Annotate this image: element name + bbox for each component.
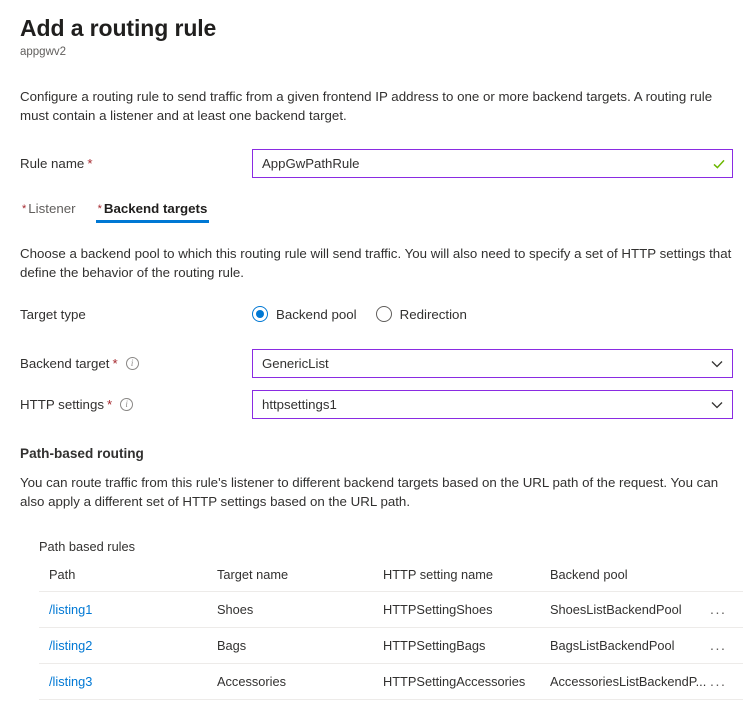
more-options-icon[interactable]: ... [710,601,727,617]
target-type-label-text: Target type [20,306,86,322]
radio-backend-pool[interactable]: Backend pool [252,306,357,322]
cell-http-setting-name: HTTPSettingShoes [383,591,550,628]
tab-required-indicator: * [22,203,27,215]
target-type-row: Target type Backend pool Redirection [20,306,733,322]
target-type-label: Target type [20,307,252,322]
add-routing-rule-blade: Add a routing rule appgwv2 Configure a r… [0,13,753,700]
rule-name-row: Rule name * [20,149,733,178]
page-subtitle: appgwv2 [20,46,67,58]
required-indicator: * [107,396,113,412]
column-header-http-setting-name: HTTP setting name [383,567,550,592]
more-options-icon[interactable]: ... [710,637,727,653]
radio-redirection-label: Redirection [399,306,467,322]
tab-listener[interactable]: * Listener [20,201,78,223]
backend-target-row: Backend target * i GenericList [20,349,733,378]
info-icon[interactable]: i [120,398,134,411]
rule-name-label-text: Rule name [20,156,85,171]
chevron-down-icon [711,401,723,409]
radio-backend-pool-label: Backend pool [276,306,357,322]
http-settings-label: HTTP settings * i [20,397,252,412]
radio-selected-icon [252,306,268,322]
backend-target-dropdown[interactable]: GenericList [252,349,733,378]
target-type-radio-group: Backend pool Redirection [252,306,467,322]
tab-backend-targets[interactable]: * Backend targets [95,201,210,223]
checkmark-icon [706,157,732,171]
path-based-routing-description: You can route traffic from this rule's l… [20,475,719,509]
column-header-path: Path [39,567,217,592]
cell-target-name: Shoes [217,591,383,628]
path-link[interactable]: /listing1 [49,602,93,617]
column-header-backend-pool: Backend pool [550,567,710,592]
info-icon[interactable]: i [125,357,139,370]
tab-listener-label: Listener [28,201,76,216]
path-based-rules-section: Path based rules Path Target name HTTP s… [20,539,743,700]
http-settings-selected-value: httpsettings1 [262,397,337,412]
table-row[interactable]: /listing2 Bags HTTPSettingBags BagsListB… [39,627,743,664]
cell-backend-pool: AccessoriesListBackendP... [550,663,710,700]
radio-redirection[interactable]: Redirection [375,306,467,322]
rule-name-input[interactable] [253,150,706,177]
backend-target-label-text: Backend target [20,356,110,371]
required-indicator: * [87,155,93,171]
rule-name-input-wrapper[interactable] [252,149,733,178]
cell-backend-pool: BagsListBackendPool [550,627,710,664]
table-row[interactable]: /listing1 Shoes HTTPSettingShoes ShoesLi… [39,591,743,628]
path-based-routing-heading: Path-based routing [20,446,144,461]
cell-target-name: Accessories [217,663,383,700]
column-header-actions [710,567,743,592]
required-indicator: * [112,355,118,371]
intro-description: Configure a routing rule to send traffic… [20,89,713,123]
backend-targets-description: Choose a backend pool to which this rout… [20,246,732,280]
cell-http-setting-name: HTTPSettingAccessories [383,663,550,700]
tab-backend-targets-label: Backend targets [103,201,208,216]
more-options-icon[interactable]: ... [710,673,727,689]
cell-backend-pool: ShoesListBackendPool [550,591,710,628]
backend-target-label: Backend target * i [20,356,252,371]
http-settings-label-text: HTTP settings [20,397,104,412]
column-header-target-name: Target name [217,567,383,592]
http-settings-dropdown[interactable]: httpsettings1 [252,390,733,419]
path-link[interactable]: /listing2 [49,638,93,653]
chevron-down-icon [711,360,723,368]
table-header-row: Path Target name HTTP setting name Backe… [39,567,743,592]
table-row[interactable]: /listing3 Accessories HTTPSettingAccesso… [39,663,743,700]
radio-unselected-icon [375,306,392,322]
backend-target-selected-value: GenericList [262,356,329,371]
http-settings-row: HTTP settings * i httpsettings1 [20,390,733,419]
path-link[interactable]: /listing3 [49,674,93,689]
pivot-tabs: * Listener * Backend targets [20,201,733,223]
tab-required-indicator: * [97,203,102,215]
cell-target-name: Bags [217,627,383,664]
path-based-rules-caption: Path based rules [39,539,136,554]
path-based-rules-table: Path Target name HTTP setting name Backe… [39,567,743,700]
rule-name-label: Rule name * [20,156,252,171]
page-title: Add a routing rule [20,15,217,41]
cell-http-setting-name: HTTPSettingBags [383,627,550,664]
